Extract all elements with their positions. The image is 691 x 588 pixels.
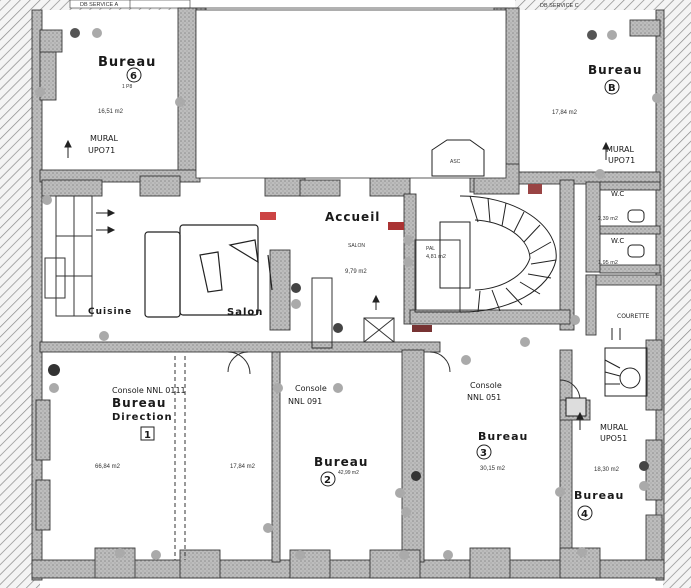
label-bureau1-num: 1 [144, 430, 152, 441]
label-bureau4-area: 18,30 m2 [594, 467, 620, 473]
label-bureau6: Bureau [98, 55, 156, 70]
room-labels: Bureau 6 1 P8 16,51 m2 Bureau B 17,84 m2… [88, 55, 649, 521]
note-console2-l1: Console [295, 384, 327, 393]
label-bureau2: Bureau [314, 455, 368, 469]
label-wc2: W.C [611, 237, 624, 245]
label-bureau1-area: 66,84 m2 [95, 464, 121, 470]
label-wc2-area: 1,95 m2 [598, 260, 618, 266]
top-label-c: DB SERVICE C [540, 3, 579, 9]
label-bureau6-area: 16,51 m2 [98, 109, 124, 115]
label-bureau4-num: 4 [581, 509, 589, 520]
label-bureau1b-area: 17,84 m2 [230, 464, 256, 470]
label-cuisine: Cuisine [88, 307, 132, 317]
label-accueil: Accueil [325, 210, 380, 224]
label-bureaub-area: 17,84 m2 [552, 110, 578, 116]
label-bureau3-num: 3 [480, 448, 488, 459]
label-accueil-area: 9,79 m2 [345, 269, 367, 275]
note-mural2-l1: MURAL [606, 145, 634, 154]
walls [31, 7, 665, 581]
label-bureau1: Bureau [112, 396, 166, 410]
note-console3-l2: NNL 051 [467, 393, 501, 402]
furniture [144, 224, 273, 318]
courtyard [195, 9, 507, 179]
label-pal: PAL [426, 246, 435, 252]
label-wc1-area: 2,39 m2 [598, 216, 618, 222]
note-console2-l2: NNL 091 [288, 397, 322, 406]
note-console1: Console NNL 0111 [112, 386, 186, 395]
annotations: MURAL UPO71 MURAL UPO71 MURAL UPO51 Cons… [88, 134, 635, 443]
note-mural3-l1: MURAL [600, 423, 628, 432]
label-salon: Salon [227, 307, 263, 318]
sensor-dots [35, 28, 662, 560]
note-mural1-l1: MURAL [90, 134, 118, 143]
markers [260, 184, 542, 332]
label-bureau3: Bureau [478, 430, 528, 443]
label-bureau2-num: 2 [324, 475, 332, 486]
label-bureau6-note: 1 P8 [122, 84, 133, 90]
label-wc1: W.C [611, 190, 624, 198]
label-bureau6-num: 6 [130, 71, 138, 82]
note-mural1-l2: UPO71 [88, 146, 115, 155]
label-bureau4: Bureau [574, 489, 624, 502]
small-stair [565, 347, 648, 417]
label-bureau2-area: 42,99 m2 [338, 470, 359, 476]
arrows [64, 139, 621, 430]
partitions [44, 195, 581, 560]
label-bureaub: Bureau [588, 63, 642, 77]
note-mural2-l2: UPO71 [608, 156, 635, 165]
staircase [431, 139, 557, 313]
wc-fixtures [627, 209, 645, 258]
label-asc: ASC [450, 159, 461, 165]
top-label-a: DB SERVICE A [80, 2, 118, 8]
label-accueil-note: SALON [348, 243, 365, 249]
label-bureau1-sub: Direction [112, 412, 173, 423]
label-bureau3-area: 30,15 m2 [480, 466, 506, 472]
top-labels: DB SERVICE A DB SERVICE C [69, 0, 579, 9]
note-mural3-l2: UPO51 [600, 434, 627, 443]
label-courette: COURETTE [617, 313, 649, 320]
label-bureaub-num: B [608, 83, 617, 94]
label-pal-area: 4,81 m2 [426, 254, 446, 260]
note-console3-l1: Console [470, 381, 502, 390]
